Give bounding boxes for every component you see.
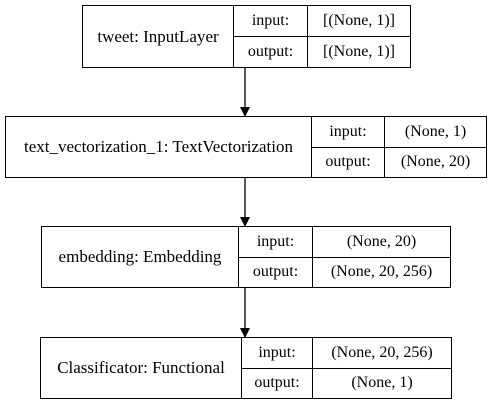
input-label: input:	[329, 122, 367, 140]
output-label: output:	[239, 256, 312, 288]
input-label: input:	[258, 343, 296, 361]
output-label: output:	[234, 36, 307, 67]
io-labels: input: output:	[312, 117, 385, 177]
node-name: Classificator: Functional	[41, 338, 242, 398]
output-shape: [(None, 1)]	[308, 36, 410, 67]
input-shape: (None, 1)	[404, 122, 467, 140]
node-embedding: embedding: Embedding input: output: (Non…	[41, 226, 451, 288]
output-shape: (None, 20)	[385, 146, 486, 178]
node-text-vectorization: text_vectorization_1: TextVectorization …	[5, 116, 487, 178]
output-shape: (None, 20, 256)	[313, 256, 450, 288]
io-labels: input: output:	[242, 338, 313, 398]
input-label: input:	[251, 12, 290, 29]
node-name: text_vectorization_1: TextVectorization	[6, 117, 312, 177]
input-shape: (None, 20)	[346, 232, 417, 250]
output-shape: (None, 1)	[313, 367, 451, 399]
node-name: tweet: InputLayer	[83, 6, 234, 67]
node-name: embedding: Embedding	[42, 227, 239, 287]
node-tweet-inputlayer: tweet: InputLayer input: output: [(None,…	[82, 5, 411, 68]
input-label: input:	[256, 232, 295, 250]
input-shape: [(None, 1)]	[323, 12, 395, 29]
io-values: (None, 20, 256) (None, 1)	[313, 338, 451, 398]
io-labels: input: output:	[239, 227, 313, 287]
output-label: output:	[242, 367, 312, 399]
io-values: (None, 20) (None, 20, 256)	[313, 227, 450, 287]
node-classificator: Classificator: Functional input: output:…	[40, 337, 452, 399]
output-label: output:	[312, 146, 384, 178]
io-values: (None, 1) (None, 20)	[385, 117, 486, 177]
input-shape: (None, 20, 256)	[331, 343, 433, 361]
io-labels: input: output:	[234, 6, 308, 67]
io-values: [(None, 1)] [(None, 1)]	[308, 6, 410, 67]
